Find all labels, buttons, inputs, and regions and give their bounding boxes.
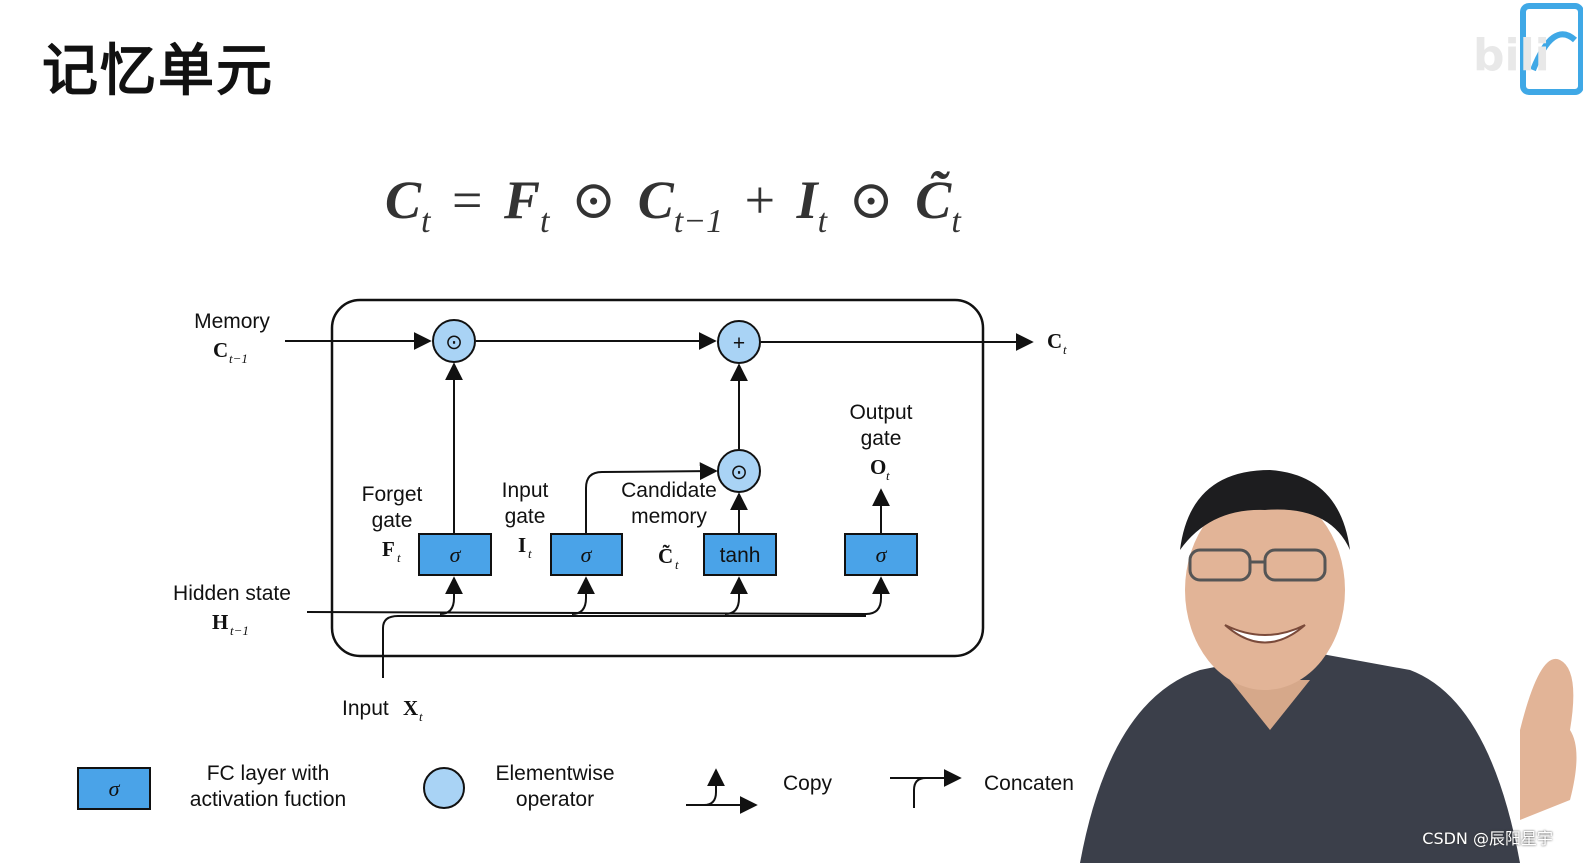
legend-fc-sigma: σ [109, 776, 121, 801]
formula-odot1: ⊙ [570, 170, 617, 230]
input-gate-box [550, 533, 623, 576]
legend-fc-box [77, 767, 151, 810]
to-outputgate-arrow [865, 576, 890, 615]
formula-t2: C [637, 170, 674, 230]
hidden-var: H [212, 610, 228, 634]
hidden-state-line [306, 611, 867, 615]
candidate-sub: t [675, 557, 679, 572]
input-multiply-op [717, 449, 761, 493]
output-gate-l1: Output [849, 401, 912, 424]
forget-gate-l1: Forget [362, 483, 423, 506]
forget-gate-sigma: σ [450, 542, 462, 567]
to-forget-arrow [439, 576, 463, 615]
slide-title: 记忆单元 [42, 39, 274, 104]
input-gate-var: I [518, 533, 526, 557]
hidden-sub: t−1 [230, 623, 249, 638]
formula-t4: C̃ [915, 170, 952, 230]
cell-update-formula: Ct = Ft ⊙ Ct−1 + It ⊙ C̃t [385, 168, 961, 241]
output-gate-var: O [870, 455, 886, 479]
formula-eq: = [451, 170, 483, 230]
formula-t4-sub: t [951, 203, 961, 240]
input-gate-sub: t [528, 546, 532, 561]
input-sub: t [419, 709, 423, 724]
formula-odot2: ⊙ [848, 170, 894, 230]
formula-lhs: C [385, 170, 422, 230]
formula-t3-sub: t [817, 203, 828, 240]
formula-t3: I [796, 170, 818, 230]
legend-elem-l2: operator [516, 788, 594, 811]
legend-copy-label: Copy [783, 772, 833, 795]
output-gate-sigma: σ [876, 542, 888, 567]
memory-label: Memory [194, 310, 270, 333]
candidate-l1: Candidate [621, 479, 717, 502]
input-gate-l1: Input [502, 479, 549, 502]
formula-t2-sub: t−1 [673, 203, 724, 240]
presenter-video [1080, 470, 1577, 863]
formula-plus: + [744, 170, 776, 230]
legend-elem-l1: Elementwise [495, 762, 614, 785]
add-symbol: + [733, 332, 745, 355]
forget-multiply-symbol: ⊙ [445, 331, 463, 354]
tanh-label: tanh [720, 544, 761, 567]
candidate-var: C̃ [658, 544, 673, 568]
inputgate-to-mult-arrow [585, 462, 718, 533]
output-sub: t [1063, 342, 1067, 357]
legend-fc-l2: activation fuction [190, 788, 346, 811]
to-tanh-arrow [724, 576, 748, 615]
forget-gate-box [418, 533, 492, 576]
csdn-watermark: CSDN @辰阳星宇 [1422, 829, 1553, 848]
forget-gate-sub: t [397, 550, 401, 565]
formula-lhs-sub: t [421, 203, 431, 240]
legend-fc-l1: FC layer with [207, 762, 330, 785]
hidden-state-label: Hidden state [173, 582, 291, 605]
bilibili-logo-icon: bili [1473, 3, 1583, 95]
output-gate-l2: gate [861, 427, 902, 450]
output-var: C [1047, 329, 1062, 353]
forget-gate-var: F [382, 537, 395, 561]
input-gate-l2: gate [505, 505, 546, 528]
memory-sub: t−1 [229, 351, 248, 366]
output-gate-box [844, 533, 918, 576]
input-gate-sigma: σ [581, 542, 593, 567]
input-multiply-symbol: ⊙ [730, 461, 748, 484]
formula-t1-sub: t [539, 203, 550, 240]
formula-t1: F [503, 170, 540, 230]
output-gate-sub: t [886, 468, 890, 483]
to-inputgate-arrow [571, 576, 595, 615]
add-op [717, 320, 761, 364]
legend-elem-circle [423, 767, 465, 809]
legend-concat-icon [913, 769, 962, 808]
candidate-l2: memory [631, 505, 707, 528]
tanh-box [703, 533, 777, 576]
memory-var: C [213, 338, 228, 362]
legend-concat-label: Concaten [984, 772, 1074, 795]
input-var: X [403, 696, 418, 720]
svg-text:bili: bili [1473, 30, 1550, 81]
forget-gate-l2: gate [372, 509, 413, 532]
cell-boundary [330, 298, 985, 658]
forget-multiply-op [432, 319, 476, 363]
input-line [382, 615, 866, 678]
input-label: Input [342, 697, 389, 720]
legend-copy-branch [703, 768, 725, 806]
